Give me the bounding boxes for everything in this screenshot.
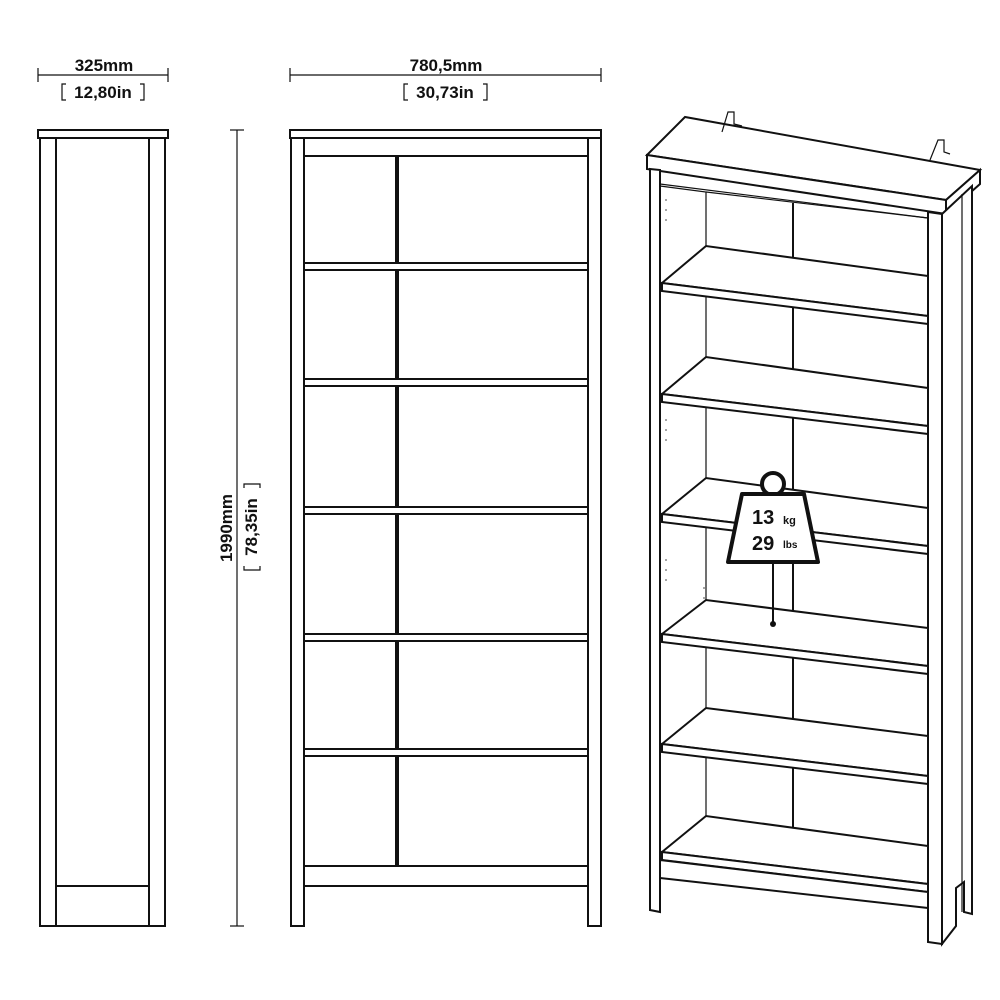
depth-dimension: 325mm 12,80in xyxy=(37,56,169,102)
perspective-view xyxy=(644,111,983,947)
side-view: 325mm 12,80in xyxy=(37,56,169,927)
front-plinth xyxy=(303,865,589,887)
front-top-panel xyxy=(289,129,602,139)
front-shelves xyxy=(303,262,589,757)
perspective-right-post xyxy=(927,210,943,946)
front-shelf xyxy=(303,262,589,271)
width-mm-label: 780,5mm xyxy=(410,56,483,75)
front-shelf xyxy=(303,633,589,642)
weight-kg-unit: kg xyxy=(783,515,796,527)
height-dimension: 1990mm 78,35in xyxy=(217,129,261,927)
side-plinth xyxy=(55,885,150,927)
weight-lbs-unit: lbs xyxy=(783,540,798,551)
front-right-post xyxy=(587,137,602,927)
side-top-panel xyxy=(37,129,169,139)
front-shelf xyxy=(303,378,589,387)
weight-handle-icon xyxy=(760,471,786,497)
weight-icon xyxy=(726,492,820,564)
shelf-pin-holes xyxy=(665,199,705,599)
height-in-label: 78,35in xyxy=(242,498,261,556)
weight-kg-value: 13 xyxy=(752,507,774,529)
side-front-post xyxy=(148,137,166,927)
width-in-label: 30,73in xyxy=(416,83,474,102)
depth-mm-label: 325mm xyxy=(75,56,134,75)
depth-in-label: 12,80in xyxy=(74,83,132,102)
front-view: 780,5mm 30,73in 1990mm 78,35in xyxy=(217,56,602,927)
wall-bracket-icon xyxy=(721,111,743,133)
width-dimension: 780,5mm 30,73in xyxy=(289,56,602,102)
load-capacity-badge: 13 kg 29 lbs xyxy=(726,471,820,627)
front-shelf xyxy=(303,506,589,515)
front-left-post xyxy=(290,137,305,927)
side-rear-post xyxy=(39,137,57,927)
perspective-plinth xyxy=(659,858,929,910)
weight-lbs-value: 29 xyxy=(752,533,774,555)
front-shelf xyxy=(303,748,589,757)
perspective-left-post xyxy=(649,167,661,914)
wall-bracket-icon xyxy=(929,139,951,161)
perspective-shelves xyxy=(659,244,929,894)
height-mm-label: 1990mm xyxy=(217,494,236,562)
